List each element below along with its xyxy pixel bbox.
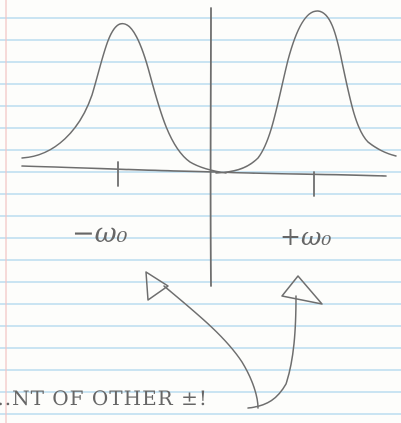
right-gaussian-peak — [215, 10, 397, 174]
left-peak-label: −ω₀ — [72, 218, 128, 249]
left-gaussian-peak — [21, 22, 227, 174]
left-arrow-line — [163, 285, 259, 409]
bottom-note-label: ...NT OF OTHER ±! — [0, 386, 208, 410]
right-peak-label: +ω₀ — [280, 222, 332, 251]
horizontal-axis — [21, 165, 387, 177]
right-arrowhead-icon — [281, 275, 323, 305]
right-arrow-line — [247, 295, 297, 409]
left-arrowhead-icon — [145, 271, 169, 301]
ruled-lines — [0, 17, 401, 415]
